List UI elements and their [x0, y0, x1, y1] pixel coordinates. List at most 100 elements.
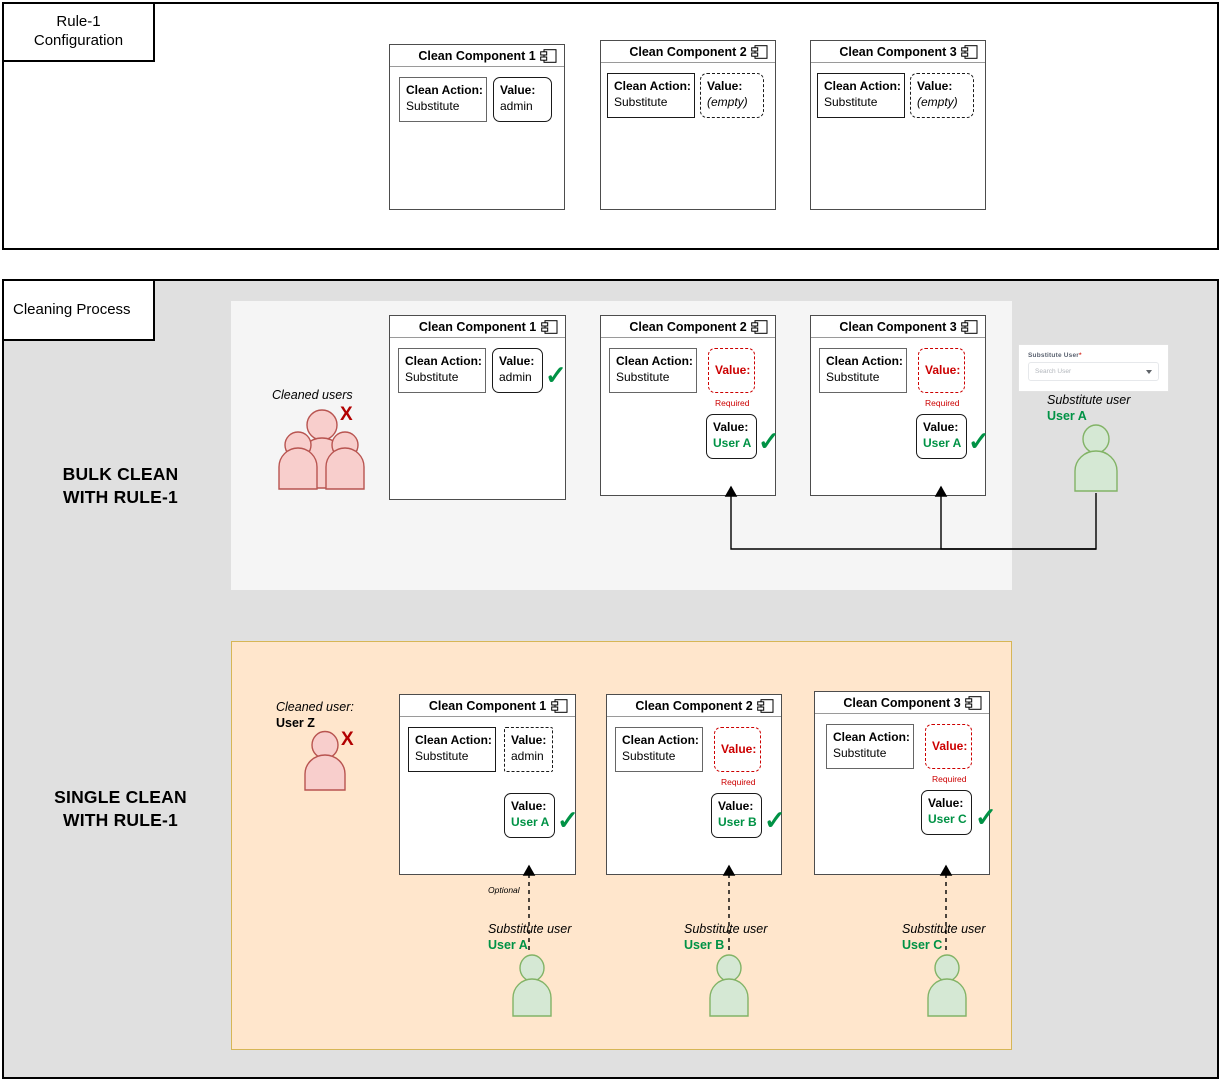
cleaned-users-group-icon — [276, 405, 368, 493]
people-group-icon — [278, 409, 365, 490]
bulk-component-1-body: Clean Action: Substitute Value: admin ✓ — [390, 338, 567, 499]
value-key: Value: — [500, 83, 536, 97]
check-glyph: ✓ — [557, 805, 579, 835]
config-component-2[interactable]: Clean Component 2 Clean Action: Substitu… — [600, 40, 776, 210]
single-component-3-required-note: Required — [932, 774, 967, 784]
uml-component-icon — [965, 695, 982, 710]
bulk-component-1[interactable]: Clean Component 1 Clean Action: Substitu… — [389, 315, 567, 500]
substitute-user-form-widget[interactable]: Substitute User* Search User — [1019, 345, 1168, 391]
bulk-component-3-title: Clean Component 3 — [839, 319, 957, 334]
config-component-2-body: Clean Action: Substitute Value: (empty) — [601, 63, 775, 209]
uml-component-icon — [757, 698, 774, 713]
default-value-key: Value: — [511, 733, 547, 747]
required-text: Required — [925, 398, 960, 408]
resolved-value: User A — [713, 435, 752, 450]
single-substitute-user-a-caption-text: Substitute user — [488, 922, 572, 936]
config-component-3-title: Clean Component 3 — [839, 44, 957, 59]
config-component-3-value: Value: (empty) — [910, 73, 974, 118]
required-text: Required — [932, 774, 967, 784]
rule-configuration-tag: Rule-1 Configuration — [2, 2, 155, 62]
bulk-component-1-value: Value: admin — [492, 348, 543, 393]
required-value-key: Value: — [721, 742, 757, 757]
optional-text: Optional — [488, 885, 520, 895]
bulk-component-2-required-value: Value: — [708, 348, 755, 393]
config-component-1-body: Clean Action: Substitute Value: admin — [390, 67, 564, 209]
substitute-user-search-placeholder: Search User — [1035, 368, 1072, 375]
rule-configuration-tag-line1: Rule-1 — [56, 13, 101, 31]
bulk-component-2-body: Clean Action: Substitute Value: Required… — [601, 338, 780, 495]
action-key: Clean Action: — [406, 83, 483, 97]
single-component-2-action: Clean Action: Substitute — [615, 727, 703, 772]
person-icon — [304, 730, 346, 791]
value-value: (empty) — [707, 94, 748, 109]
bulk-component-3[interactable]: Clean Component 3 Clean Action: Substitu… — [810, 315, 990, 496]
single-component-2-header: Clean Component 2 — [607, 695, 781, 717]
action-key: Clean Action: — [826, 354, 903, 368]
chevron-down-icon[interactable] — [1146, 369, 1152, 374]
action-value: Substitute — [405, 369, 459, 384]
check-glyph: ✓ — [758, 426, 780, 456]
single-component-3-title: Clean Component 3 — [843, 695, 961, 710]
action-value: Substitute — [826, 369, 880, 384]
bulk-component-3-header: Clean Component 3 — [811, 316, 985, 338]
optional-note: Optional — [488, 885, 520, 895]
value-value: admin — [500, 98, 533, 113]
config-component-2-action: Clean Action: Substitute — [607, 73, 695, 118]
single-substitute-user-a-name: User A — [488, 938, 528, 953]
bulk-component-2[interactable]: Clean Component 2 Clean Action: Substitu… — [600, 315, 780, 496]
person-icon — [709, 954, 749, 1017]
uml-component-icon — [551, 698, 568, 713]
resolved-value-key: Value: — [511, 799, 547, 813]
single-component-1[interactable]: Clean Component 1 Clean Action: Substitu… — [399, 694, 579, 875]
single-cleaned-user-x-icon: X — [341, 730, 354, 749]
x-glyph: X — [341, 729, 354, 750]
required-value-key: Value: — [925, 363, 961, 378]
action-key: Clean Action: — [616, 354, 693, 368]
value-value: (empty) — [917, 94, 958, 109]
bulk-component-3-body: Clean Action: Substitute Value: Required… — [811, 338, 990, 495]
single-component-2-check-icon: ✓ — [764, 807, 786, 833]
single-substitute-user-a-caption: Substitute user User A — [488, 921, 571, 954]
single-component-1-action: Clean Action: Substitute — [408, 727, 496, 772]
resolved-value-key: Value: — [923, 420, 959, 434]
config-component-3[interactable]: Clean Component 3 Clean Action: Substitu… — [810, 40, 986, 210]
check-glyph: ✓ — [968, 426, 990, 456]
config-component-3-header: Clean Component 3 — [811, 41, 985, 63]
resolved-value-key: Value: — [713, 420, 749, 434]
single-substitute-user-c-caption: Substitute user User C — [902, 921, 985, 954]
single-cleaned-user-name: User Z — [276, 716, 315, 731]
single-component-3[interactable]: Clean Component 3 Clean Action: Substitu… — [814, 691, 997, 875]
action-value: Substitute — [824, 94, 878, 109]
uml-component-icon — [961, 44, 978, 59]
cleaning-process-tag-label: Cleaning Process — [13, 300, 131, 318]
resolved-value: User A — [923, 435, 962, 450]
substitute-user-search-input[interactable]: Search User — [1028, 362, 1159, 381]
single-component-2-body: Clean Action: Substitute Value: Required… — [607, 717, 786, 874]
bulk-component-3-resolved-value: Value: User A — [916, 414, 967, 459]
person-icon — [512, 954, 552, 1017]
config-component-1[interactable]: Clean Component 1 Clean Action: Substitu… — [389, 44, 565, 210]
action-key: Clean Action: — [415, 733, 492, 747]
uml-component-icon — [540, 48, 557, 63]
resolved-value-key: Value: — [718, 799, 754, 813]
config-component-2-title: Clean Component 2 — [629, 44, 747, 59]
single-clean-side-label-line2: WITH RULE-1 — [63, 809, 178, 830]
person-icon — [1074, 424, 1118, 492]
bulk-component-1-header: Clean Component 1 — [390, 316, 565, 338]
config-component-1-action: Clean Action: Substitute — [399, 77, 487, 122]
value-key: Value: — [707, 79, 743, 93]
required-value-key: Value: — [715, 363, 751, 378]
bulk-component-1-action: Clean Action: Substitute — [398, 348, 486, 393]
single-substitute-user-b-icon — [705, 953, 753, 1018]
single-substitute-user-c-icon — [923, 953, 971, 1018]
single-component-2[interactable]: Clean Component 2 Clean Action: Substitu… — [606, 694, 786, 875]
single-clean-side-label-line1: SINGLE CLEAN — [54, 787, 187, 807]
bulk-cleaned-users-x-icon: X — [340, 405, 353, 424]
single-substitute-user-a-icon — [508, 953, 556, 1018]
action-value: Substitute — [622, 748, 676, 763]
substitute-user-label-text: Substitute User — [1028, 352, 1080, 359]
bulk-clean-side-label: BULK CLEAN WITH RULE-1 — [18, 463, 223, 509]
value-key: Value: — [917, 79, 953, 93]
bulk-component-3-action: Clean Action: Substitute — [819, 348, 907, 393]
